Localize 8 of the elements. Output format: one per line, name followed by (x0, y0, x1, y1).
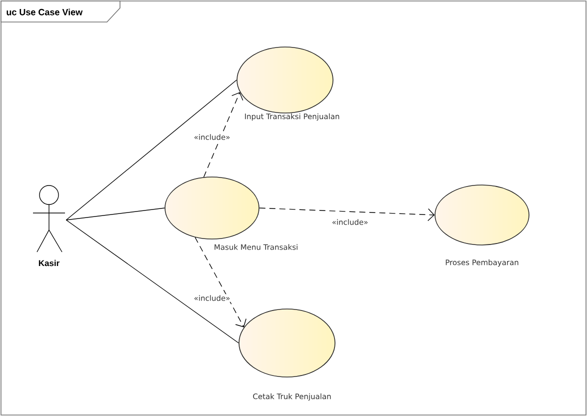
actor-name: Kasir (38, 260, 60, 266)
association-line (66, 208, 165, 220)
include-arrow (194, 236, 246, 328)
association-line (66, 220, 239, 344)
include-arrow (259, 208, 435, 222)
association-line (66, 80, 237, 220)
include-arrow (203, 92, 244, 178)
frame-tab: uc Use Case View (0, 0, 120, 22)
